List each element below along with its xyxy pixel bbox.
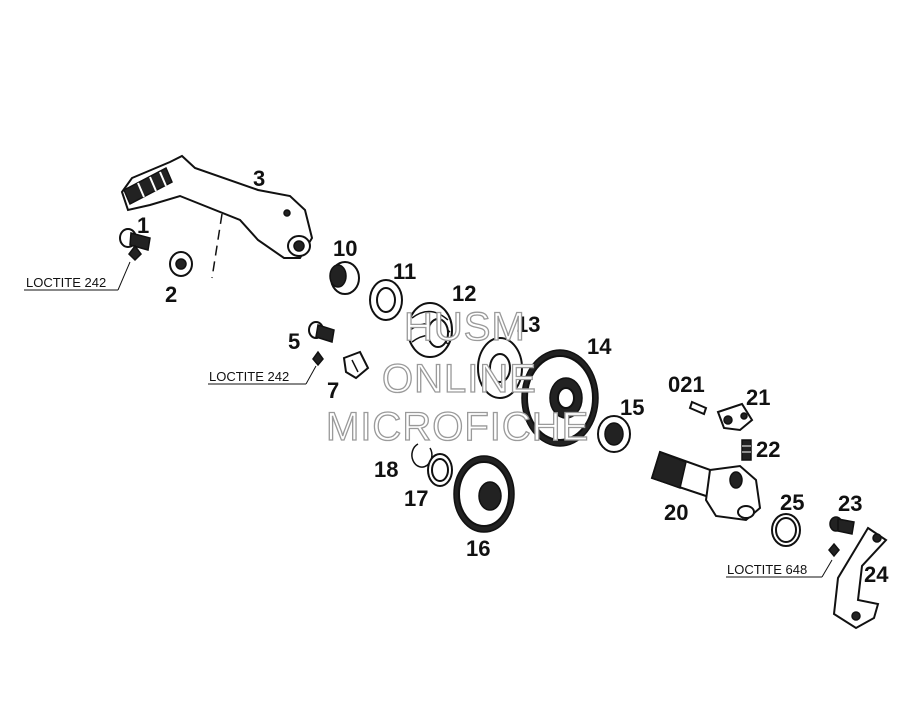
seal-ring-part-11 [369,279,403,321]
idler-gear-part-16 [453,455,515,533]
screw-part-23 [828,516,855,558]
callout-18: 18 [374,457,398,482]
callout-11: 11 [393,259,416,284]
guide-plate-part-24 [832,526,888,630]
callout-22: 22 [756,437,780,462]
callout-12: 12 [452,281,476,306]
shim-part-13 [477,337,523,399]
loctite-note-5: LOCTITE 242 [209,369,289,384]
callout-20: 20 [664,500,688,525]
circlip-part-18 [411,443,433,468]
spring-part-12 [407,302,453,358]
watermark-line-2: ONLINE [382,357,537,401]
callout-25: 25 [780,490,804,515]
loctite-note-1: LOCTITE 242 [26,275,106,290]
watermark-line-3: MICROFICHE [326,405,589,449]
callout-15: 15 [620,395,644,420]
washer-part-2 [169,251,193,277]
callout-24: 24 [864,562,889,587]
kick-shaft-part-20 [650,450,762,522]
callout-3: 3 [253,166,265,191]
spring-part-22 [741,439,752,461]
callout-7: 7 [327,378,339,403]
bushing-part-10 [329,261,360,295]
callout-10: 10 [333,236,357,261]
loctite-leader-lines [24,261,833,578]
bolt-part-1 [119,228,151,262]
callout-16: 16 [466,536,490,561]
callout-1: 1 [137,213,149,238]
o-ring-part-25 [771,513,801,547]
screw-part-5 [308,321,335,367]
callout-2: 2 [165,282,177,307]
callout-14: 14 [587,334,612,359]
loctite-note-23: LOCTITE 648 [727,562,807,577]
clamp-part-7 [342,350,370,380]
pin-part-021 [688,400,708,416]
callout-17: 17 [404,486,428,511]
callout-021: 021 [668,372,705,397]
ratchet-part-21 [716,402,754,432]
callout-23: 23 [838,491,862,516]
kick-gear-part-14 [521,349,599,447]
callout-21: 21 [746,385,770,410]
callout-13: 13 [516,312,540,337]
kick-lever-part-3 [120,154,314,279]
watermark-line-1: HUSM [404,305,526,349]
callout-5: 5 [288,329,300,354]
washer-part-17 [427,453,453,487]
needle-bearing-part-15 [597,415,631,453]
